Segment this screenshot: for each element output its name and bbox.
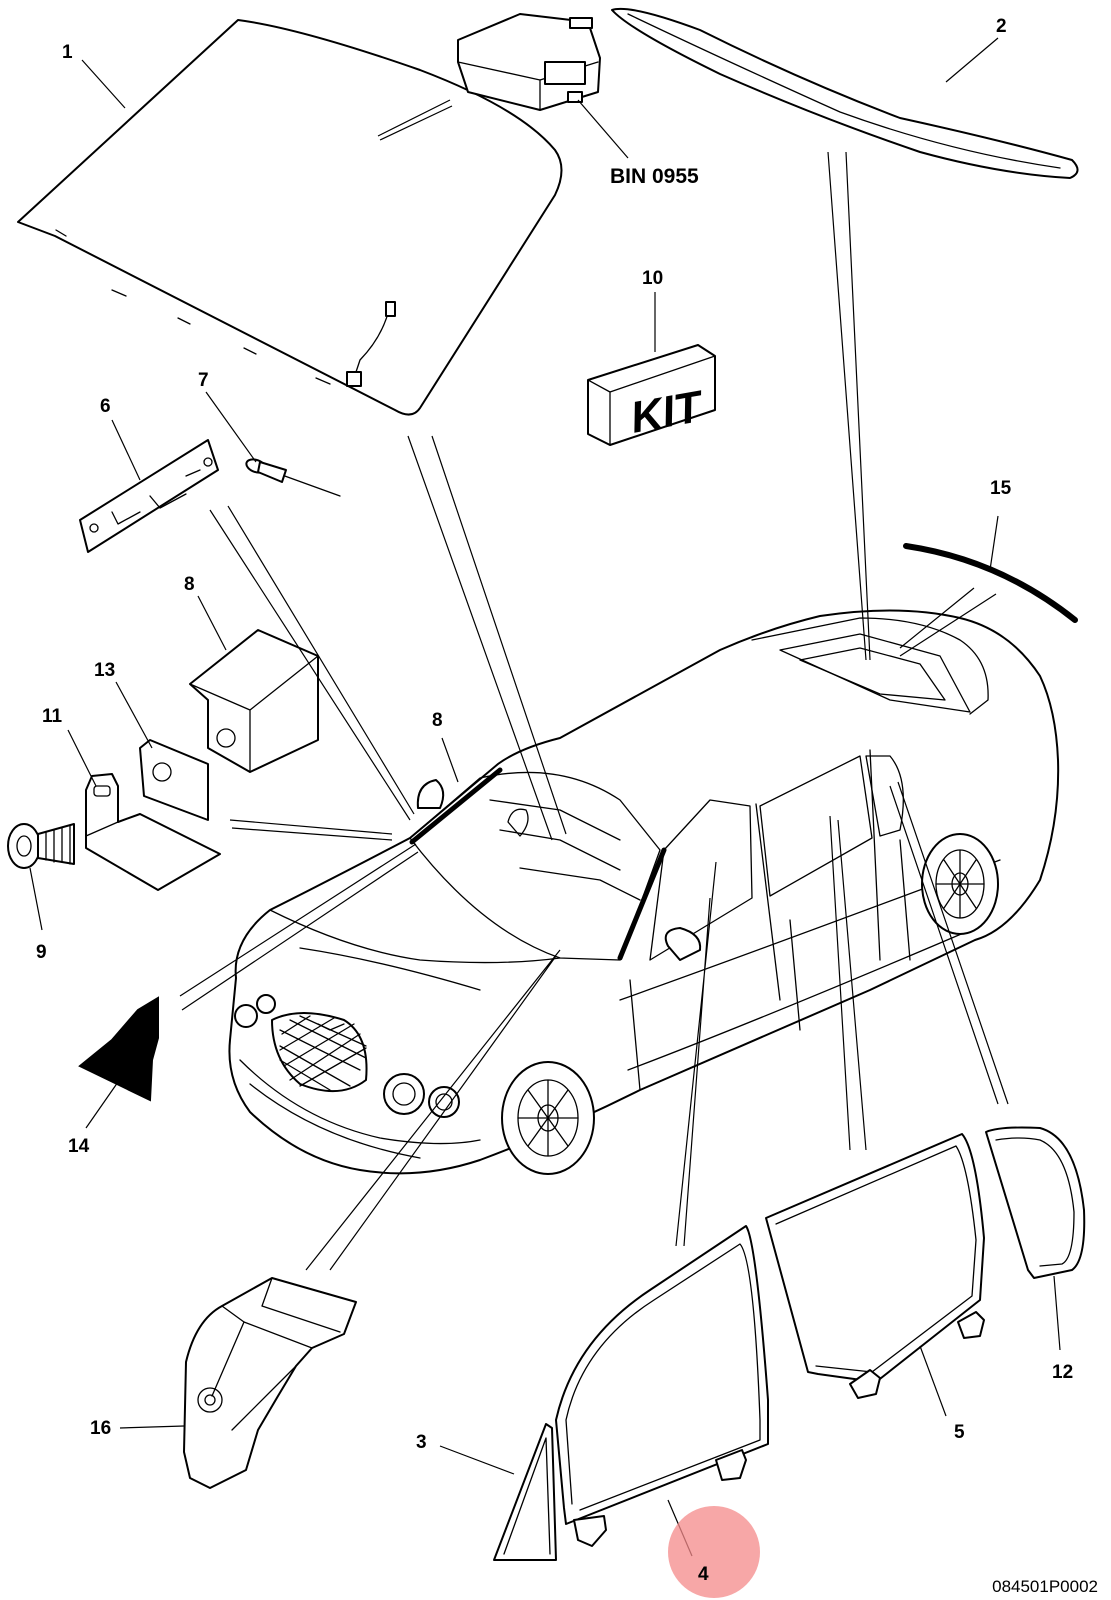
screw-part-9[interactable] (7, 823, 75, 869)
leader-8a (197, 595, 227, 651)
leader-windscreen-car (407, 435, 567, 841)
leader-15 (989, 515, 999, 571)
callout-4[interactable]: 4 (698, 1564, 709, 1585)
callout-8-pillar[interactable]: 8 (432, 710, 443, 731)
leader-7 (205, 391, 257, 463)
leader-seal-car (179, 843, 419, 1011)
callout-12[interactable]: 12 (1052, 1362, 1073, 1383)
quarter-glass-part-3[interactable] (493, 1423, 557, 1561)
leader-2 (945, 37, 999, 83)
pillar-trim-part-16[interactable] (183, 1277, 357, 1489)
callout-7[interactable]: 7 (198, 370, 209, 391)
bracket-part-6[interactable] (79, 439, 219, 553)
leader-12-car (889, 781, 1009, 1105)
leader-12 (1053, 1275, 1061, 1351)
callout-9[interactable]: 9 (36, 942, 47, 963)
leader-11 (67, 729, 97, 787)
leader-3 (439, 1445, 515, 1475)
strip-part-15[interactable] (903, 543, 1078, 623)
leader-5 (919, 1345, 947, 1417)
clip-bracket-part-11[interactable] (85, 773, 221, 891)
leader-9 (29, 867, 43, 931)
leader-plate-car (229, 819, 393, 841)
rear-door-glass-part-5[interactable] (765, 1133, 985, 1399)
callout-8-bracket[interactable]: 8 (184, 574, 195, 595)
callout-1[interactable]: 1 (62, 42, 73, 63)
callout-11[interactable]: 11 (42, 706, 63, 727)
car-illustration (228, 609, 1060, 1175)
callout-3[interactable]: 3 (416, 1432, 427, 1453)
plate-part-13[interactable] (139, 739, 209, 821)
callout-6[interactable]: 6 (100, 396, 111, 417)
callout-16[interactable]: 16 (90, 1418, 111, 1439)
rivet-part-7[interactable] (245, 457, 341, 497)
leader-rearscreen-car (827, 151, 871, 661)
bin-reference-label: BIN 0955 (610, 165, 699, 188)
leader-8b (441, 737, 459, 783)
leader-13 (115, 681, 153, 749)
leader-16-car (305, 949, 561, 1271)
clip-part-8[interactable] (189, 629, 319, 773)
leader-strip-car (899, 587, 997, 657)
callout-15[interactable]: 15 (990, 478, 1012, 499)
sensor-module-bin-0955[interactable] (457, 13, 601, 111)
rear-quarter-glass-part-12[interactable] (985, 1126, 1086, 1279)
leader-bracket-car (209, 505, 415, 821)
leader-14 (85, 1081, 119, 1129)
callout-2[interactable]: 2 (996, 16, 1007, 37)
callout-10[interactable]: 10 (642, 268, 663, 289)
leader-5-car (829, 815, 867, 1151)
callout-5[interactable]: 5 (954, 1422, 965, 1443)
rear-screen-part-2[interactable] (611, 7, 1079, 179)
drawing-code: 084501P0002 (992, 1577, 1098, 1596)
callout-4-highlight (668, 1506, 760, 1598)
front-door-glass-part-4[interactable] (555, 1225, 769, 1547)
seal-part-14[interactable] (78, 996, 159, 1102)
leader-16 (119, 1425, 185, 1429)
leader-1-module (377, 99, 453, 141)
leader-6 (111, 419, 141, 481)
kit-box-part-10[interactable]: KIT (587, 344, 716, 446)
callout-14[interactable]: 14 (68, 1136, 90, 1157)
leader-bin-0955 (577, 99, 629, 159)
leader-4-car (675, 861, 717, 1247)
leader-1 (81, 59, 126, 109)
callout-13[interactable]: 13 (94, 660, 115, 681)
